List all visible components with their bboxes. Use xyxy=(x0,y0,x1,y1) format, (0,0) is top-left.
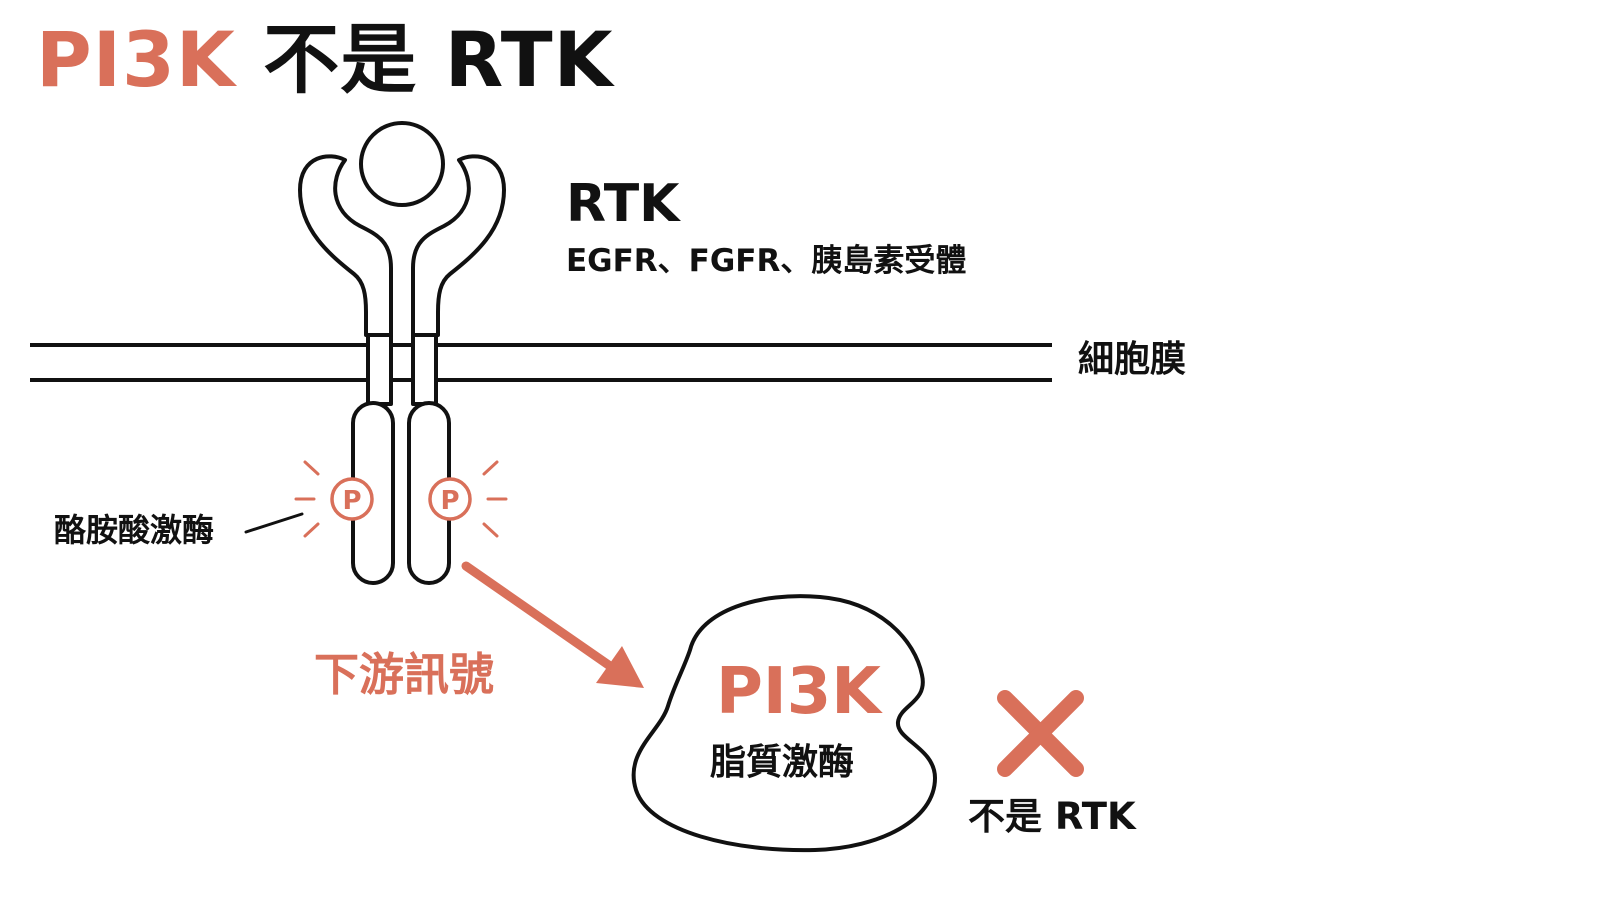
downstream-arrow-shaft xyxy=(461,561,615,671)
phospho-symbol-left: P xyxy=(342,486,361,516)
cell-membrane-label: 細胞膜 xyxy=(1078,339,1187,380)
phospho-burst-left xyxy=(294,460,320,538)
extracellular-arm-left xyxy=(298,154,393,337)
tyrosine-kinase-leader-line xyxy=(244,512,304,534)
rtk-examples-label: EGFR、FGFR、胰島素受體 xyxy=(566,243,967,279)
downstream-arrow-head xyxy=(596,646,644,688)
phospho-circle-right xyxy=(428,477,472,521)
tyrosine-kinase-label: 酪胺酸激酶 xyxy=(54,511,215,549)
page-title: PI3K 不是 RTK xyxy=(36,22,614,98)
rtk-label: RTK xyxy=(566,174,680,234)
phospho-marker-left: P xyxy=(294,460,374,538)
title-not-rtk: 不是 RTK xyxy=(263,15,614,104)
not-rtk-label: 不是 RTK xyxy=(968,795,1136,838)
ligand-circle xyxy=(359,121,445,207)
pi3k-label: PI3K xyxy=(716,655,881,729)
phospho-symbol-right: P xyxy=(440,486,459,516)
downstream-arrow xyxy=(461,561,644,688)
extracellular-arm-right xyxy=(411,154,506,337)
title-pi3k: PI3K xyxy=(36,15,236,104)
not-rtk-x-icon xyxy=(997,690,1084,777)
phospho-marker-right: P xyxy=(428,460,508,538)
transmembrane-segment-right xyxy=(411,330,438,406)
cell-membrane xyxy=(30,343,1052,382)
pi3k-blob xyxy=(631,594,937,853)
rtk-receptor xyxy=(298,121,506,585)
downstream-signal-label: 下游訊號 xyxy=(314,648,495,701)
pi3k-description: 脂質激酶 xyxy=(710,742,855,783)
phospho-circle-left xyxy=(330,477,374,521)
phospho-burst-right xyxy=(482,460,508,538)
transmembrane-segment-left xyxy=(366,330,393,406)
